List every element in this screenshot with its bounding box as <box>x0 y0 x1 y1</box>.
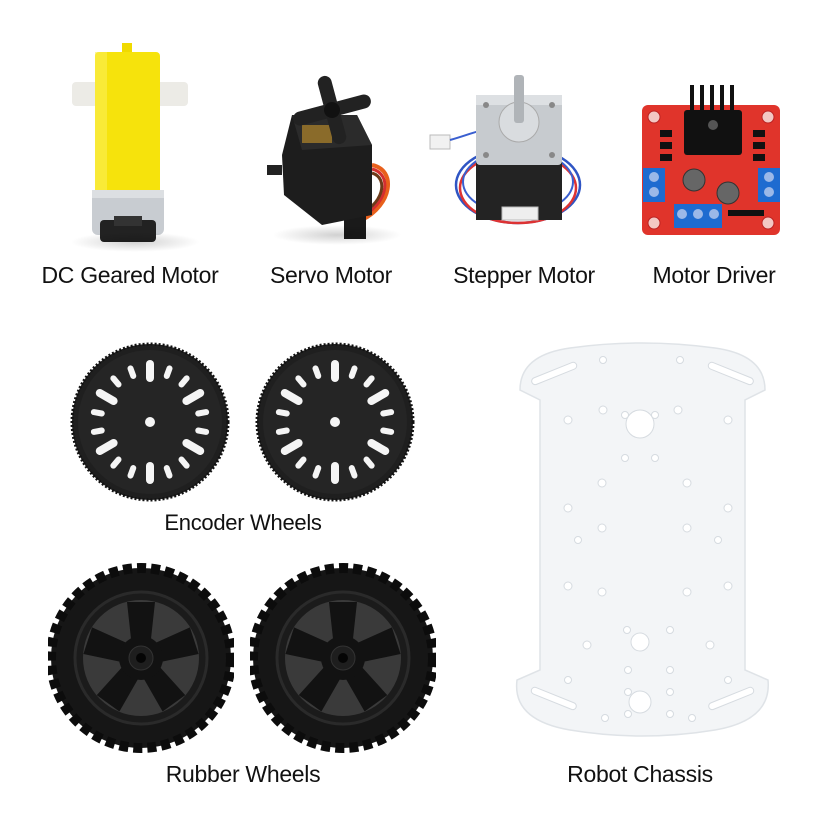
motor-driver-icon <box>642 85 780 235</box>
rubber-wheels-label: Rubber Wheels <box>165 761 321 787</box>
rubber-wheel-left <box>48 563 234 753</box>
encoder-wheels-label: Encoder Wheels <box>164 510 322 535</box>
encoder-wheel-right <box>255 342 415 502</box>
rubber-wheel-icon <box>48 563 234 753</box>
robot-chassis-icon <box>515 342 769 737</box>
dc-geared-motor <box>70 40 190 250</box>
encoder-wheel-icon <box>70 342 230 502</box>
motor-driver-label: Motor Driver <box>652 262 776 288</box>
encoder-wheel-left <box>70 342 230 502</box>
robot-chassis-label: Robot Chassis <box>567 761 713 787</box>
servo-motor-label: Servo Motor <box>270 262 392 288</box>
servo-motor-icon <box>267 75 390 239</box>
encoder-wheel-icon <box>255 342 415 502</box>
robot-chassis <box>500 340 785 740</box>
rubber-wheel-icon <box>250 563 436 753</box>
motor-driver <box>640 80 785 245</box>
stepper-motor <box>428 70 598 240</box>
dc-geared-motor-icon <box>72 43 188 242</box>
servo-motor <box>262 75 402 245</box>
stepper-motor-icon <box>429 75 582 225</box>
rubber-wheel-right <box>250 563 436 753</box>
dc-geared-motor-label: DC Geared Motor <box>41 262 219 288</box>
stepper-motor-label: Stepper Motor <box>453 262 595 288</box>
